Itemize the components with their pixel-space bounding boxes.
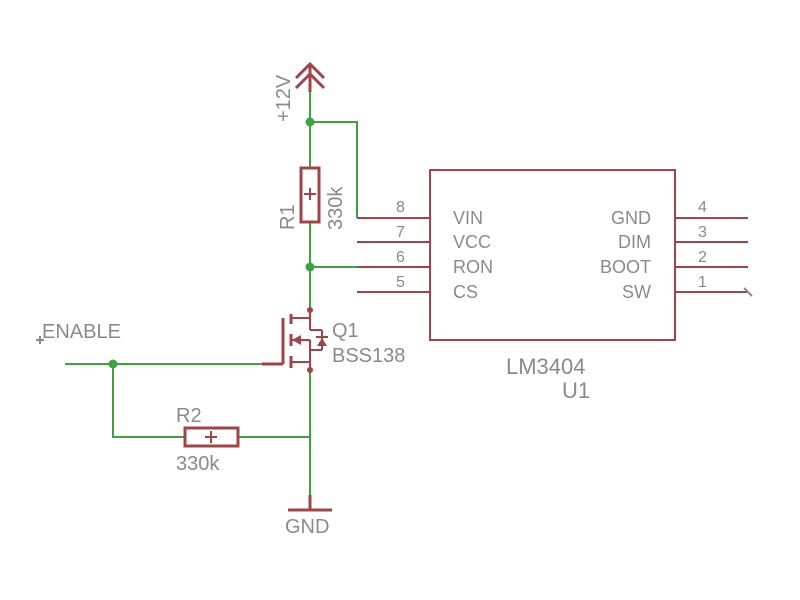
r1-value: 330k bbox=[325, 186, 347, 230]
u1-part: LM3404 bbox=[506, 354, 586, 379]
r1-name: R1 bbox=[277, 204, 299, 230]
r2-value: 330k bbox=[176, 453, 220, 475]
q1-symbol bbox=[262, 307, 328, 373]
enable-label: ENABLE bbox=[42, 321, 121, 343]
u1-pin-num-gnd: 4 bbox=[698, 199, 707, 216]
wire-enable-r2 bbox=[112, 364, 185, 438]
u1-pin-num-sw: 1 bbox=[698, 274, 707, 291]
enable-net-marker bbox=[36, 336, 44, 344]
wire-supply-vin bbox=[310, 121, 358, 218]
junction-enable bbox=[108, 359, 118, 369]
u1-pin-label-dim: DIM bbox=[618, 232, 651, 252]
u1-pin-label-vcc: VCC bbox=[453, 232, 491, 252]
junction-supply bbox=[305, 117, 315, 127]
u1-pin-label-ron: RON bbox=[453, 257, 493, 277]
u1-pin-num-vcc: 7 bbox=[396, 224, 405, 241]
u1-pin-label-sw: SW bbox=[622, 282, 651, 302]
ground-symbol bbox=[288, 495, 332, 512]
u1-pin-label-gnd: GND bbox=[611, 208, 651, 228]
u1-pin-num-cs: 5 bbox=[396, 274, 405, 291]
u1-pin-label-vin: VIN bbox=[453, 208, 483, 228]
wires bbox=[65, 88, 358, 505]
u1-pin-num-boot: 2 bbox=[698, 249, 707, 266]
u1-pin-label-cs: CS bbox=[453, 282, 478, 302]
u1-pin-label-boot: BOOT bbox=[600, 257, 651, 277]
u1-symbol bbox=[357, 169, 753, 341]
u1-pin-num-dim: 3 bbox=[698, 224, 707, 241]
supply-label: +12V bbox=[273, 74, 295, 122]
u1-pin-num-vin: 8 bbox=[396, 199, 405, 216]
ground-label: GND bbox=[285, 516, 329, 538]
supply-symbol bbox=[294, 61, 326, 92]
r2-symbol bbox=[183, 426, 240, 448]
r2-name: R2 bbox=[176, 405, 202, 427]
junction-ron bbox=[305, 262, 315, 272]
u1-pin-num-ron: 6 bbox=[396, 249, 405, 266]
q1-part: BSS138 bbox=[332, 345, 405, 367]
q1-name: Q1 bbox=[332, 320, 359, 342]
u1-name: U1 bbox=[562, 378, 590, 403]
r1-symbol bbox=[299, 166, 321, 224]
